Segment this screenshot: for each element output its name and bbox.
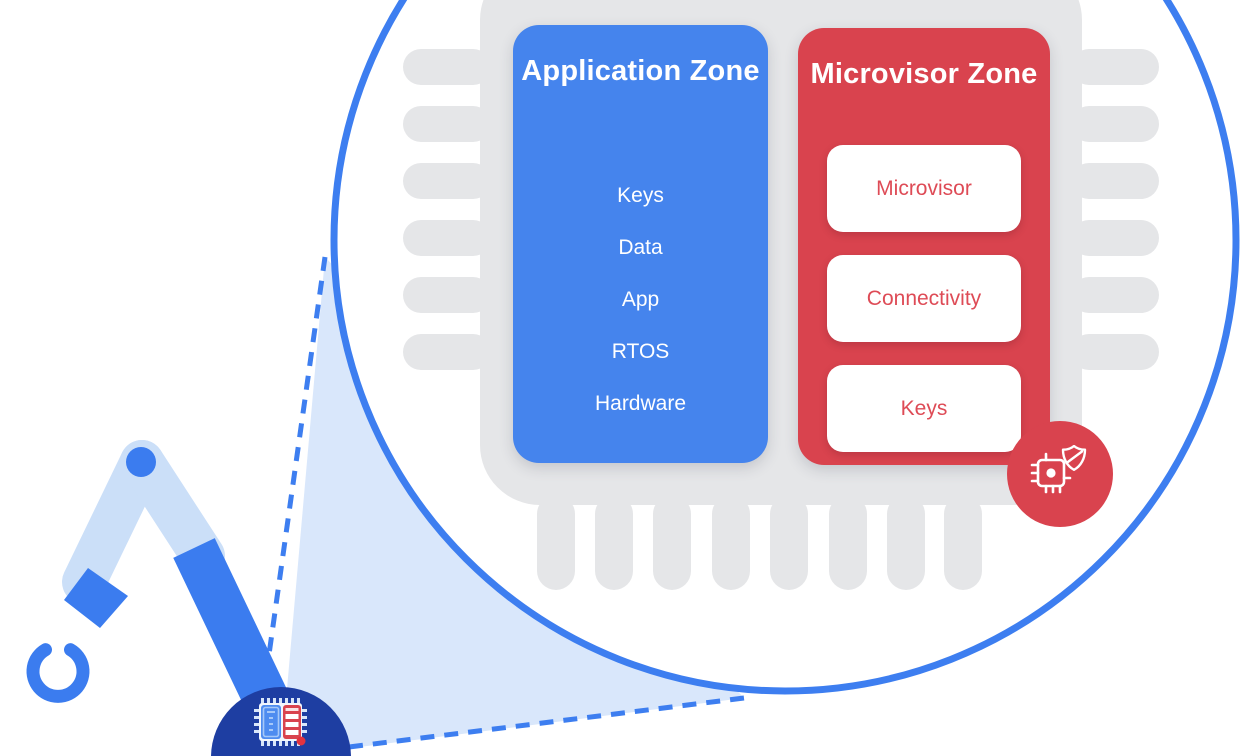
chip-pin-right: [1071, 277, 1159, 313]
chip-pin-bottom: [537, 495, 575, 590]
microvisor-zone-box: Microvisor: [827, 145, 1021, 232]
microvisor-zone-box: Connectivity: [827, 255, 1021, 342]
application-zone-item: Hardware: [594, 392, 687, 415]
application-zone-item: Data: [618, 236, 663, 259]
security-badge: [1007, 421, 1113, 527]
chip-pin-bottom: [712, 495, 750, 590]
application-zone-item: Keys: [617, 184, 664, 207]
chip-pin-left: [403, 49, 491, 85]
chip-pin-right: [1071, 163, 1159, 199]
chip-pin-right: [1071, 106, 1159, 142]
chip-pin-right: [1071, 220, 1159, 256]
mcu-chip-icon: [254, 698, 307, 746]
microvisor-zone-title: Microvisor Zone: [810, 58, 1038, 90]
chip-pin-right: [1071, 49, 1159, 85]
chip-pin-bottom: [829, 495, 867, 590]
robot-arm: [26, 440, 289, 713]
robot-arm-wrist: [64, 568, 128, 628]
microvisor-zone-box: Keys: [827, 365, 1021, 452]
chip-pin-bottom: [770, 495, 808, 590]
application-zone-item: App: [621, 288, 660, 311]
chip-pin-left: [403, 277, 491, 313]
application-zone-item: RTOS: [611, 340, 670, 363]
application-zone: Application Zone Keys Data App RTOS Hard…: [513, 25, 768, 463]
application-zone-items: Keys Data App RTOS Hardware: [513, 170, 768, 430]
chip-pin-bottom: [887, 495, 925, 590]
microvisor-zone: Microvisor Zone Microvisor Connectivity …: [798, 28, 1050, 465]
chip-pin-left: [403, 163, 491, 199]
chip-pin-bottom: [595, 495, 633, 590]
chip-pin-bottom: [653, 495, 691, 590]
application-zone-title: Application Zone: [521, 55, 760, 87]
chip-shield-icon: [1030, 445, 1087, 494]
robot-arm-forearm: [173, 538, 289, 713]
robot-arm-joint: [126, 447, 156, 477]
chip-pin-left: [403, 106, 491, 142]
chip-pin-left: [403, 334, 491, 370]
chip-pin-bottom: [944, 495, 982, 590]
chip-pin-left: [403, 220, 491, 256]
robot-arm-mid-segment: [120, 440, 225, 578]
chip-pin-right: [1071, 334, 1159, 370]
robot-arm-gripper-icon: [26, 643, 90, 703]
zoom-callout-dash-left: [260, 256, 328, 698]
zoom-callout-dash-bottom: [348, 695, 745, 750]
